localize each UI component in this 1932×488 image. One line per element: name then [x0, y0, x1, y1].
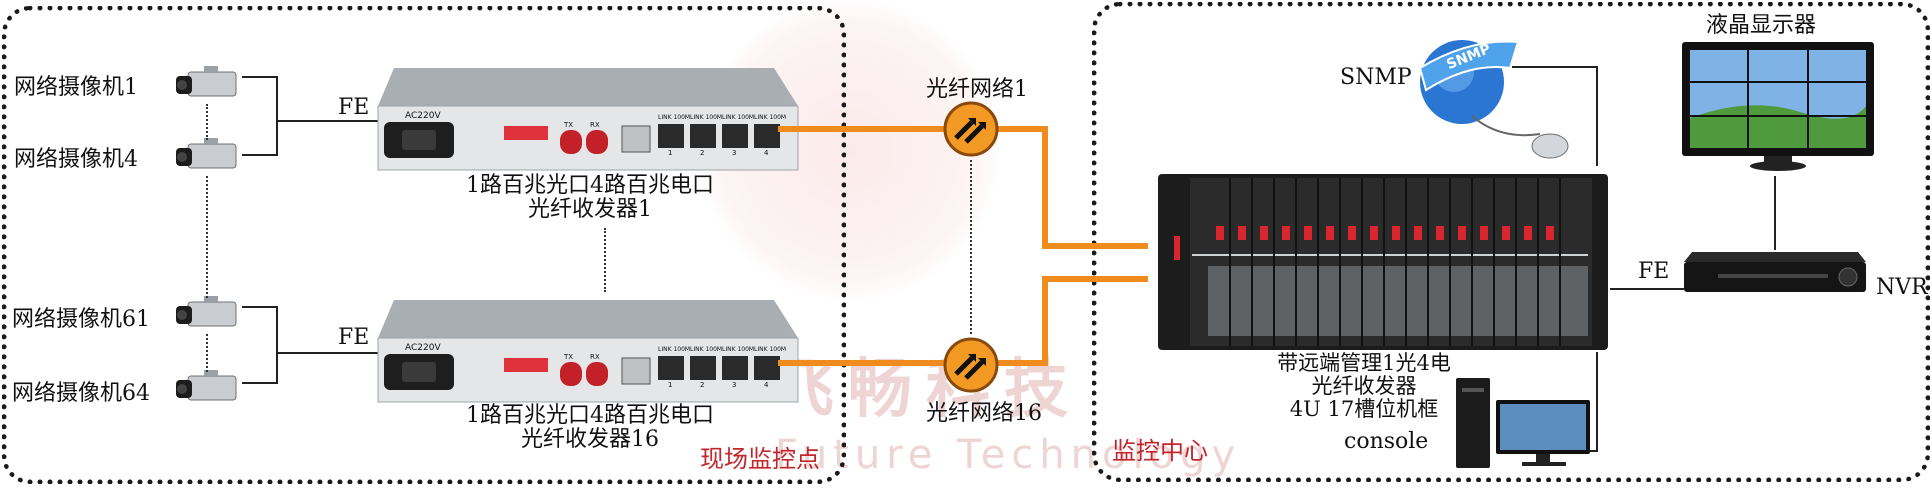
port-number: 2 [700, 381, 705, 389]
nvr-device-icon [1684, 252, 1866, 292]
mouse-icon [1471, 115, 1569, 159]
camera-link-line [242, 382, 278, 384]
snmp-link-line [1512, 66, 1598, 68]
snmp-label: SNMP [1340, 65, 1412, 90]
fiber-transceiver-device [377, 300, 799, 403]
snmp-globe-icon [1418, 40, 1520, 124]
port-number: 4 [764, 381, 769, 389]
ip-camera-icon [176, 296, 237, 327]
port-label: LINK 100M [658, 114, 691, 121]
power-label: AC220V [405, 343, 441, 353]
fe-label-2: FE [338, 325, 370, 350]
site-zone-label: 现场监控点 [700, 445, 820, 473]
transceiver-caption-line2: 光纤收发器16 [521, 427, 659, 453]
rx-label: RX [590, 353, 600, 361]
port-label: LINK 100M [690, 114, 723, 121]
camera-label-64: 网络摄像机64 [12, 381, 150, 406]
camera-link-line [276, 306, 278, 384]
fiber-line [778, 126, 1046, 132]
camera-link-line [242, 306, 278, 308]
fiber-line [778, 360, 1046, 366]
port-label: LINK 100M [658, 346, 691, 353]
camera-ellipsis-line [206, 176, 208, 298]
chassis-caption-line2: 光纤收发器 [1311, 374, 1417, 399]
port-label: LINK 100M [754, 346, 787, 353]
transceiver-caption: 1路百兆光口4路百兆电口 光纤收发器1 [440, 173, 740, 223]
power-label: AC220V [405, 111, 441, 121]
rx-label: RX [590, 121, 600, 129]
monitor-label: 液晶显示器 [1706, 13, 1817, 38]
nvr-link-line [1610, 288, 1684, 290]
network-ellipsis-line [970, 160, 972, 334]
network-label-16: 光纤网络16 [926, 401, 1042, 426]
console-pc-icon [1456, 378, 1590, 468]
fe-link-line [278, 120, 378, 122]
fe-label-1: FE [338, 95, 370, 120]
monitor-link-line [1774, 176, 1776, 250]
console-link-line [1596, 352, 1598, 452]
port-number: 1 [668, 149, 673, 157]
lcd-monitor-icon [1682, 42, 1874, 171]
rack-chassis-device [1158, 174, 1608, 350]
network-label-1: 光纤网络1 [926, 77, 1028, 102]
console-link-line [1590, 450, 1598, 452]
fiber-line [1042, 276, 1148, 282]
snmp-link-line [1596, 66, 1598, 166]
center-zone [1092, 2, 1930, 482]
port-number: 2 [700, 149, 705, 157]
console-label: console [1344, 429, 1429, 454]
chassis-caption: 带远端管理1光4电 光纤收发器 4U 17槽位机框 [1214, 351, 1514, 422]
tx-label: TX [564, 353, 574, 361]
chassis-caption-line1: 带远端管理1光4电 [1277, 351, 1451, 375]
chassis-caption-line3: 4U 17槽位机框 [1289, 397, 1439, 422]
fe-link-line [278, 352, 378, 354]
center-zone-label: 监控中心 [1112, 437, 1208, 465]
camera-link-line [276, 76, 278, 156]
port-number: 4 [764, 149, 769, 157]
fiber-transceiver-device [377, 68, 799, 171]
site-zone [2, 6, 846, 484]
port-number: 3 [732, 381, 737, 389]
port-label: LINK 100M [722, 114, 755, 121]
ip-camera-icon [176, 66, 237, 97]
ip-camera-icon [176, 138, 237, 169]
camera-link-line [242, 76, 278, 78]
camera-ellipsis-line [206, 334, 208, 372]
transceiver-caption-line1: 1路百兆光口4路百兆电口 [466, 403, 714, 428]
port-label: LINK 100M [754, 114, 787, 121]
camera-link-line [242, 154, 278, 156]
port-label: LINK 100M [722, 346, 755, 353]
port-number: 1 [668, 381, 673, 389]
fe-label-center: FE [1638, 259, 1670, 284]
fiber-network-icon [943, 337, 999, 393]
transceiver-caption: 1路百兆光口4路百兆电口 光纤收发器16 [440, 403, 740, 453]
fiber-line [1042, 276, 1048, 366]
fiber-network-icon [943, 101, 999, 157]
tx-label: TX [564, 121, 574, 129]
transceiver-ellipsis-line [604, 228, 606, 292]
nvr-label: NVR [1876, 275, 1928, 300]
fiber-line [1042, 243, 1148, 249]
camera-ellipsis-line [206, 104, 208, 140]
fiber-line [1042, 126, 1048, 248]
transceiver-caption-line2: 光纤收发器1 [528, 197, 652, 223]
ip-camera-icon [176, 370, 237, 401]
camera-label-61: 网络摄像机61 [12, 307, 150, 332]
port-number: 3 [732, 149, 737, 157]
transceiver-caption-line1: 1路百兆光口4路百兆电口 [466, 173, 714, 198]
camera-label-4: 网络摄像机4 [14, 147, 138, 172]
port-label: LINK 100M [690, 346, 723, 353]
camera-label-1: 网络摄像机1 [14, 75, 138, 100]
watermark-text-en: Future Technology [775, 432, 1242, 478]
